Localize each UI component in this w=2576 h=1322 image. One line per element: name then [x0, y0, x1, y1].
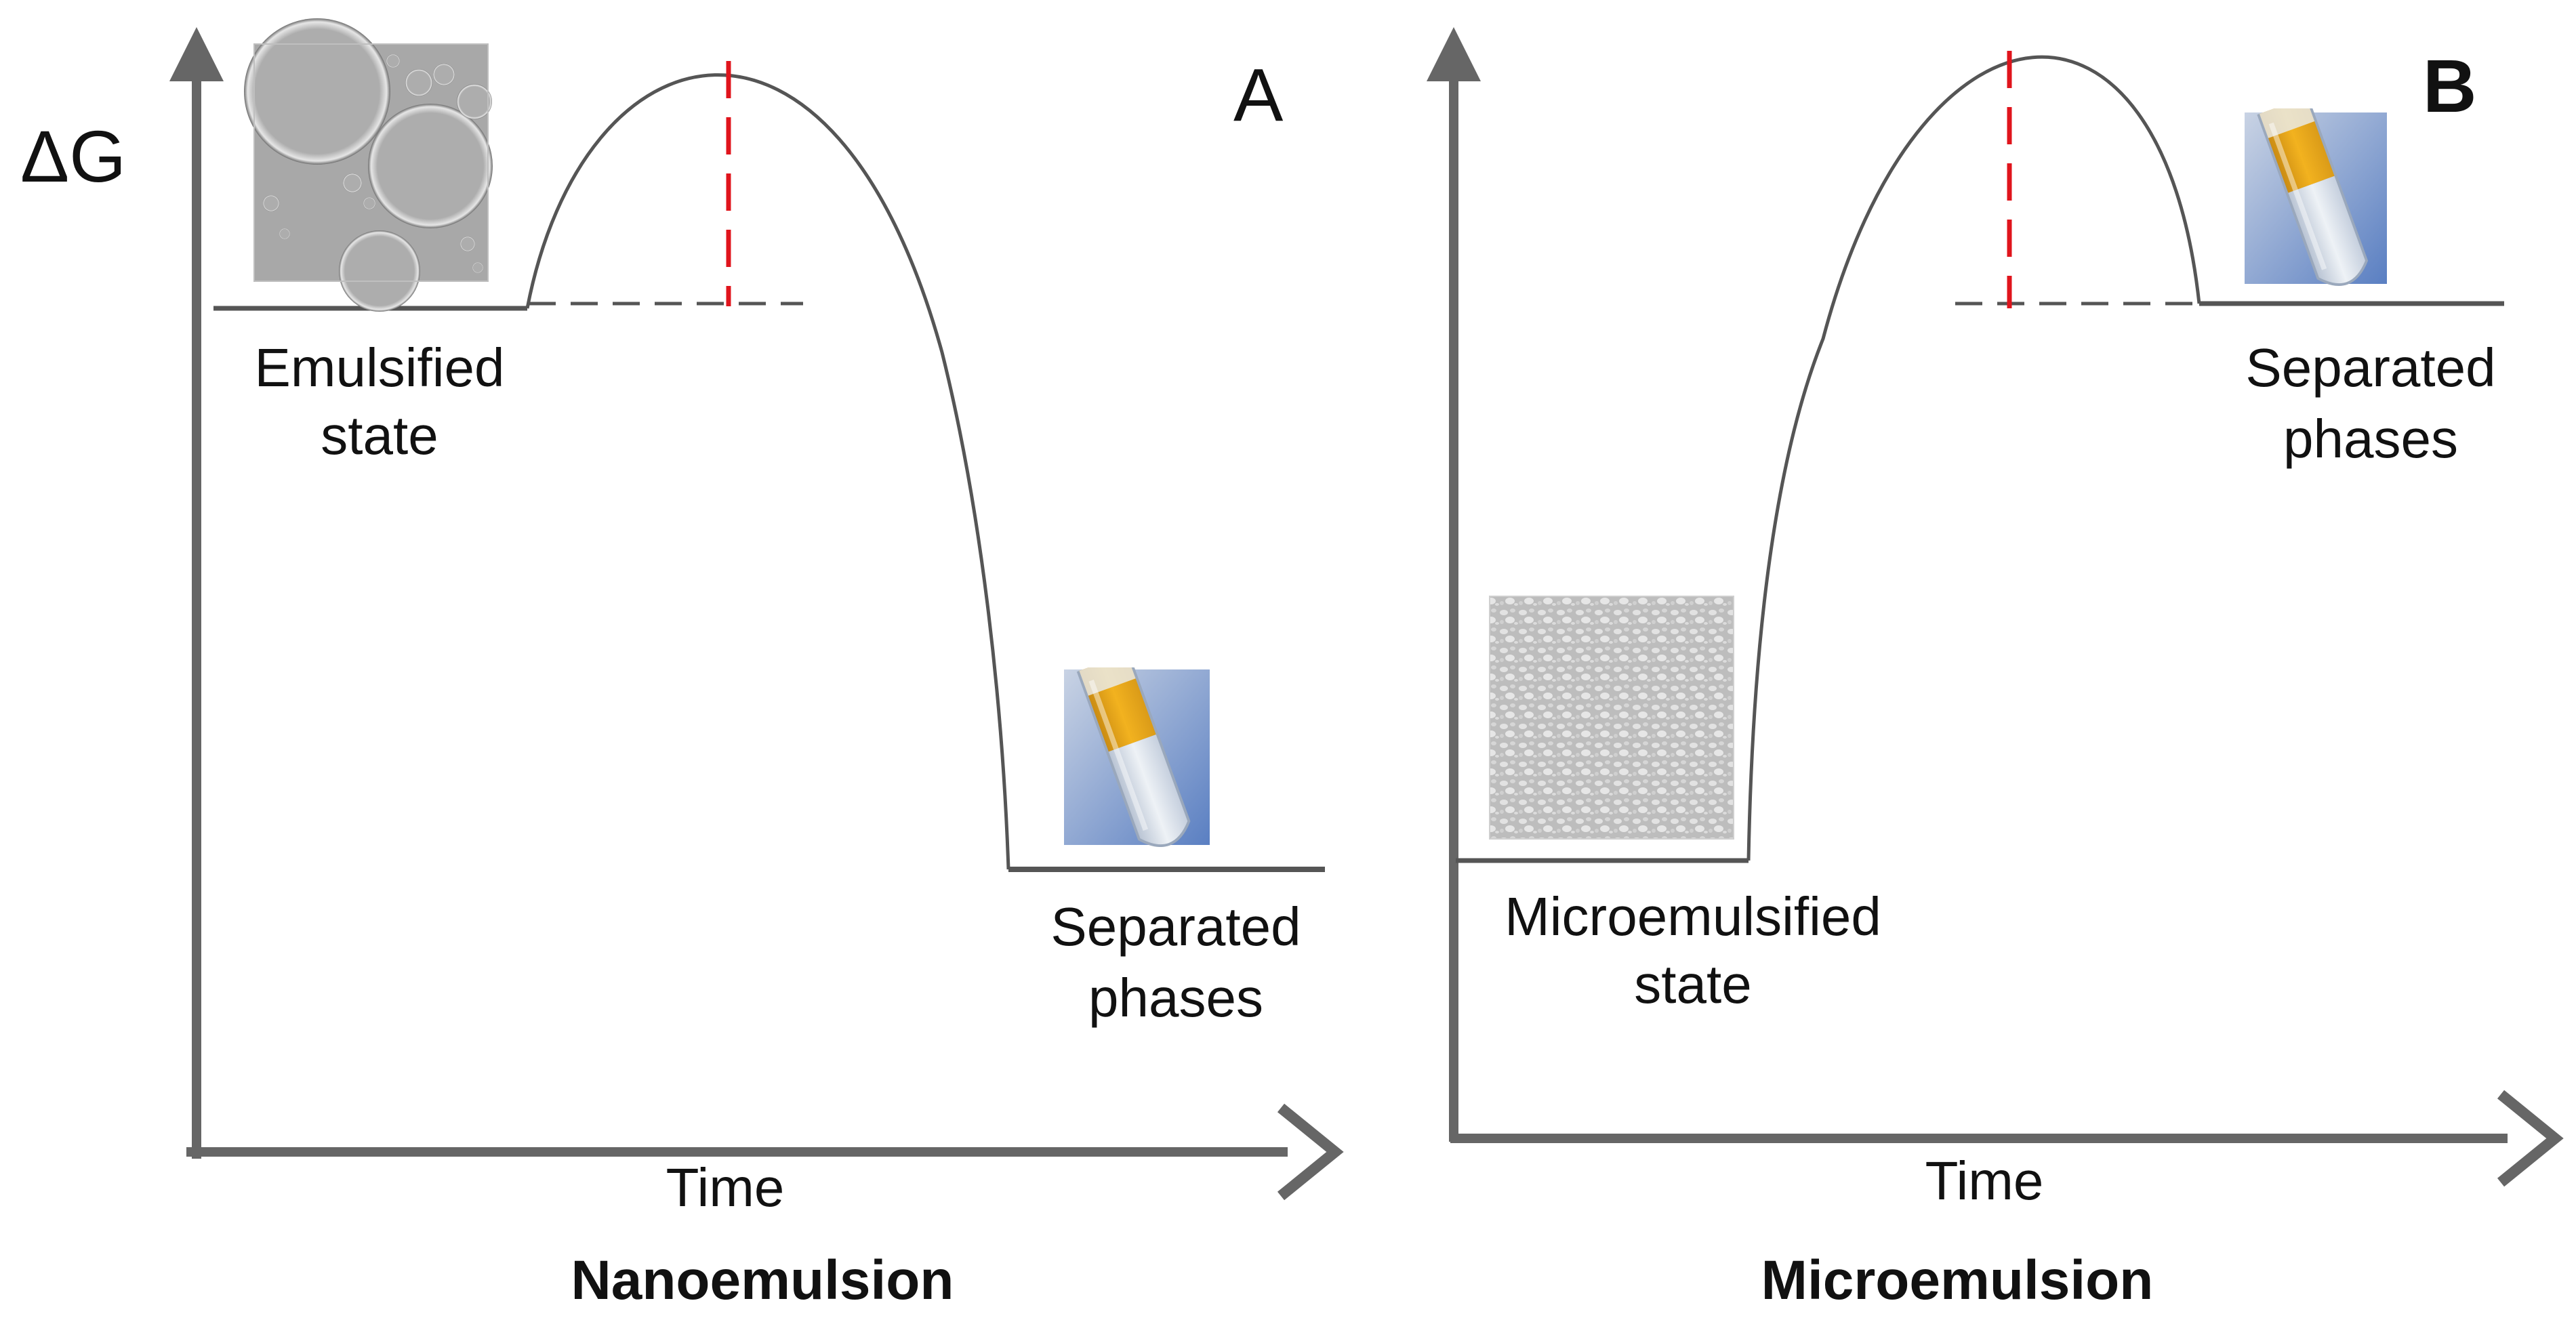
panel-a-final-state-label-line2: phases [1088, 968, 1263, 1028]
panel-a-letter: A [1233, 54, 1284, 137]
panel-a-title: Nanoemulsion [571, 1249, 954, 1311]
panel-b-title: Microemulsion [1761, 1249, 2154, 1311]
panel-b-initial-state-label-line2: state [1634, 954, 1751, 1014]
panel-b-initial-state-label: Microemulsified [1505, 886, 1881, 947]
panel-b-test-tube-photo [2245, 108, 2387, 288]
panel-a-nanoemulsion: ΔG A Emulsified state Separated phases T… [20, 18, 1344, 1311]
panel-a-x-axis-label: Time [666, 1157, 785, 1218]
panel-b-letter: B [2423, 45, 2476, 128]
panel-a-energy-barrier-curve [525, 73, 1010, 870]
panel-b-x-axis [1450, 1090, 2564, 1187]
panel-b-microemulsion-micrograph [1489, 596, 1734, 840]
panel-a-final-state-label: Separated [1050, 896, 1301, 957]
panel-a-initial-state-label-line2: state [321, 405, 438, 466]
panel-a-emulsion-micrograph [244, 18, 493, 312]
panel-b-y-axis [1427, 27, 1481, 1142]
panel-b-final-state-label: Separated [2245, 337, 2495, 398]
panel-a-y-axis-label: ΔG [20, 115, 126, 197]
panel-b-x-axis-label: Time [1925, 1151, 2044, 1211]
panel-a-x-axis [186, 1103, 1344, 1201]
panel-a-test-tube-photo [1064, 667, 1210, 847]
panel-b-final-state-label-line2: phases [2283, 409, 2458, 469]
panel-b-energy-barrier-curve [1746, 55, 2201, 861]
panel-a-y-axis [169, 27, 224, 1159]
panel-b-microemulsion: B Separated phases Microemulsified state… [1427, 27, 2564, 1311]
panel-a-initial-state-label: Emulsified [254, 337, 504, 398]
